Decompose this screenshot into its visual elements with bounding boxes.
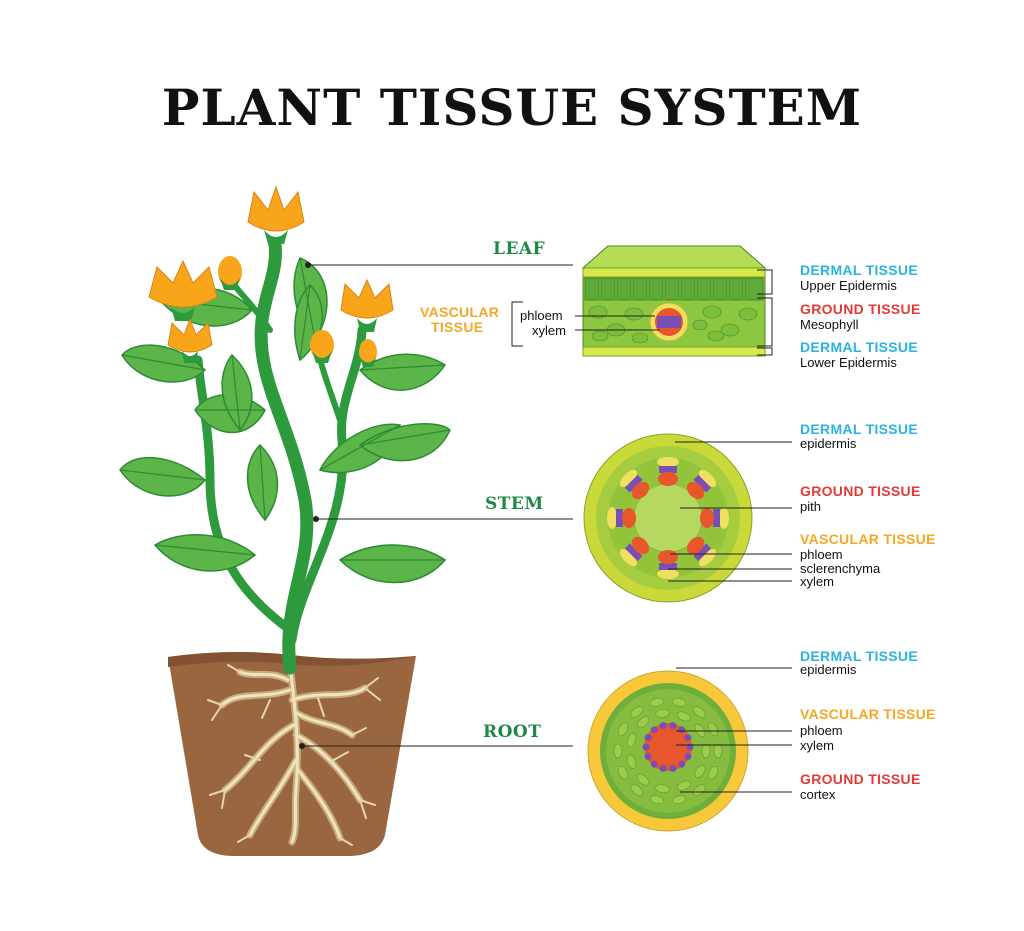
root-cortex-cell [613, 743, 623, 759]
root-stele [644, 723, 692, 771]
root-cortex-cell [676, 780, 691, 791]
leaf-dermal-upper-title: DERMAL TISSUE [800, 262, 918, 278]
stem-dermal-sub: epidermis [800, 436, 857, 451]
root-cortex-cell [630, 706, 644, 718]
leaf-dermal-upper-sub: Upper Epidermis [800, 278, 897, 293]
root-cortex-cell [649, 697, 665, 707]
root-cortex-cell [676, 711, 691, 722]
root-phloem-cell [650, 760, 658, 768]
root-cortex-cell [649, 795, 665, 805]
root-phloem-cell [669, 722, 677, 730]
stem-vascular-bundles [607, 457, 729, 579]
leaf-cuticle [581, 245, 767, 269]
root-cortex-cell [671, 795, 687, 805]
stem-vascular-bundle [619, 536, 650, 567]
page-title: PLANT TISSUE SYSTEM [161, 78, 863, 137]
root-cortex-cells [613, 697, 723, 805]
root-phloem-cell [684, 753, 692, 760]
root-phloem-label: phloem [800, 723, 843, 738]
root-cortex-cell [617, 765, 629, 780]
root-cortex-cell [692, 706, 706, 718]
flower-bud [218, 256, 242, 290]
root-phloem-cell [644, 753, 652, 760]
root-phloem-cell [669, 764, 677, 772]
root-cortex-cell [626, 733, 637, 748]
root-phloem-cell [678, 760, 686, 768]
root-cortex-cell [694, 764, 706, 779]
root-phloem-cell [678, 726, 686, 734]
lower-epidermis [582, 346, 766, 357]
leaf-dermal-lower-title: DERMAL TISSUE [800, 339, 918, 355]
stem-ground-sub: pith [800, 499, 821, 514]
stem-section [583, 433, 753, 603]
root-phloem [642, 722, 694, 772]
root-cortex-cell [701, 743, 711, 759]
organ-label-leaf: LEAF [493, 239, 546, 259]
organ-label-root: ROOT [483, 722, 542, 742]
stem-vascular-bundle [607, 507, 636, 529]
root-cortex-cell [636, 773, 650, 786]
leaf-vascular-label-1: VASCULAR [420, 304, 500, 320]
stem-vascular-bundle [686, 469, 717, 500]
root-phloem-cell [659, 764, 667, 772]
stem-vascular-bundle [619, 469, 650, 500]
stem-phloem-label: phloem [800, 547, 843, 562]
upper-epidermis [582, 267, 766, 278]
root-cortex-cell [671, 697, 687, 707]
leader-dots [299, 262, 319, 749]
flower-bud [310, 330, 334, 363]
root-vascular-title: VASCULAR TISSUE [800, 706, 936, 722]
root-phloem-cell [642, 743, 650, 751]
flower [247, 185, 305, 244]
stem-xylem-label: xylem [800, 574, 834, 589]
flower [167, 317, 213, 363]
root-dermal-sub: epidermis [800, 662, 857, 677]
leaf-ground-title: GROUND TISSUE [800, 301, 921, 317]
stem-sclerenchyma-label: sclerenchyma [800, 561, 881, 576]
root-cortex-cell [692, 784, 706, 796]
stem-ground-title: GROUND TISSUE [800, 483, 921, 499]
stem-vascular-bundle [700, 507, 729, 529]
root-section [587, 670, 749, 832]
leaf-phloem-label: phloem [520, 308, 563, 323]
organ-label-stem: STEM [485, 494, 544, 514]
palisade-layer [584, 277, 764, 301]
leaf-ground-sub: Mesophyll [800, 317, 859, 332]
root-phloem-cell [684, 734, 692, 741]
root-ground-sub: cortex [800, 787, 836, 802]
root-phloem-cell [659, 722, 667, 730]
root-cortex-cell [707, 765, 719, 780]
stem-vascular-bundle [657, 457, 679, 486]
flowers [148, 185, 394, 367]
spongy-mesophyll [588, 305, 758, 344]
leaf-vascular-label-2: TISSUE [431, 319, 484, 335]
stem-dermal-title: DERMAL TISSUE [800, 421, 918, 437]
root-cortex-cell [617, 722, 629, 737]
root-dermal-title: DERMAL TISSUE [800, 648, 918, 664]
root-xylem-label: xylem [800, 738, 834, 753]
root-cortex-cell [713, 743, 723, 759]
root-cortex-cell [655, 784, 670, 793]
leaf-xylem-label: xylem [532, 323, 566, 338]
leader-lines [302, 264, 792, 793]
root-cortex-cell [655, 709, 670, 718]
root-phloem-cell [644, 734, 652, 741]
roots [207, 661, 381, 846]
root-ground-title: GROUND TISSUE [800, 771, 921, 787]
root-cortex-cell [636, 716, 650, 729]
flower [148, 259, 218, 321]
leaf-vascular-bundle [649, 302, 689, 342]
flower-bud [359, 339, 377, 367]
root-cortex-cell [630, 784, 644, 796]
flower [340, 278, 394, 332]
stem-vascular-title: VASCULAR TISSUE [800, 531, 936, 547]
root-cortex-cell [626, 754, 637, 769]
stem-vascular-bundle [686, 536, 717, 567]
root-phloem-cell [650, 726, 658, 734]
leaf-section [581, 245, 767, 357]
leaf-dermal-lower-sub: Lower Epidermis [800, 355, 897, 370]
